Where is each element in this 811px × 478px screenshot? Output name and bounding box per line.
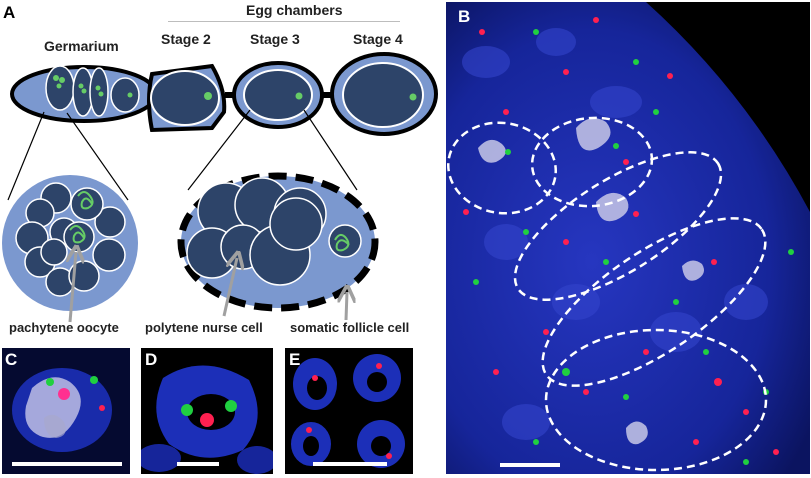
somatic-follicle-cell-label: somatic follicle cell <box>290 320 410 335</box>
follicle-cell-arrow <box>346 292 347 321</box>
stage-4-chromatin <box>409 93 417 101</box>
oocyte-chromatin-enlarged <box>334 234 350 252</box>
nurse-cell-arrow <box>222 258 237 317</box>
stage-2-label: Stage 2 <box>161 31 211 47</box>
scale-bar-e <box>313 462 387 466</box>
panel-label-a: A <box>3 3 16 22</box>
enlarged-cyst-cells <box>15 182 126 297</box>
panel-label-e: E <box>289 350 301 369</box>
germline-cyst <box>110 77 140 113</box>
micrograph-b-image <box>446 2 810 474</box>
scale-bar-d <box>177 462 219 466</box>
stalk-connector <box>318 92 334 98</box>
stage-3-chromatin <box>295 92 303 100</box>
micrograph-c-image <box>2 348 130 474</box>
panel-label-b: B <box>458 7 471 26</box>
micrograph-e-image <box>285 348 413 474</box>
stage-2-oocyte <box>150 70 220 126</box>
micrograph-d <box>141 348 273 474</box>
pachytene-oocyte-label: pachytene oocyte <box>9 320 119 335</box>
green-foci <box>473 29 794 465</box>
oocyte-chromatin-marks <box>53 75 133 98</box>
scale-bar-c <box>12 462 122 466</box>
stage-3-label: Stage 3 <box>250 31 300 47</box>
stage-4-label: Stage 4 <box>353 31 403 47</box>
stage-3-oocyte <box>243 69 313 121</box>
germline-cyst-outlines <box>446 116 768 472</box>
zoom-lines <box>7 109 358 201</box>
germline-cyst <box>89 67 109 117</box>
stage-2-chromatin <box>204 92 212 100</box>
synaptonemal-complex-marks <box>69 191 94 244</box>
egg-chambers-bracket-line <box>168 21 400 22</box>
micrograph-b <box>446 2 810 474</box>
enlarged-nurse-cells <box>186 177 327 286</box>
polytene-nurse-cell-label: polytene nurse cell <box>145 320 263 335</box>
germarium-label: Germarium <box>44 38 119 54</box>
micrograph-d-image <box>141 348 273 474</box>
micrograph-e <box>285 348 413 474</box>
micrograph-c <box>2 348 130 474</box>
stalk-connector <box>225 92 237 98</box>
ovariole-schematic <box>2 52 438 323</box>
red-foci <box>463 17 779 455</box>
egg-chambers-title: Egg chambers <box>246 2 343 18</box>
pachytene-arrow <box>70 252 76 323</box>
stage-4-oocyte <box>342 62 424 128</box>
panel-label-c: C <box>5 350 18 369</box>
scale-bar-b <box>500 463 560 467</box>
panel-label-d: D <box>145 350 158 369</box>
